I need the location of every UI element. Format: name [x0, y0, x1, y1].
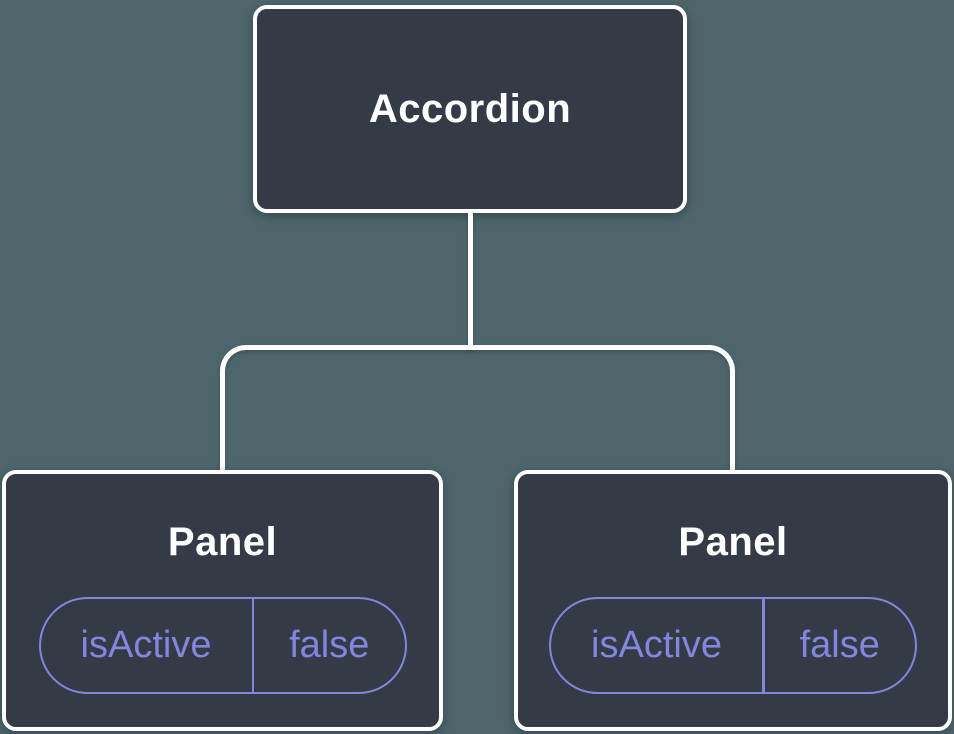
state-name: isActive — [591, 623, 722, 666]
connector-bracket — [220, 345, 735, 471]
accordion-node-label: Accordion — [368, 86, 572, 131]
connector-stem — [468, 211, 473, 349]
panel-left-label: Panel — [167, 519, 278, 564]
panel-left-state-pill: isActive false — [38, 596, 407, 694]
pill-divider — [762, 598, 765, 692]
panel-right-state-pill: isActive false — [549, 596, 917, 694]
panel-right-label: Panel — [678, 519, 788, 564]
accordion-node: Accordion — [253, 5, 687, 213]
state-value: false — [289, 623, 370, 666]
state-value: false — [799, 623, 880, 666]
panel-node-right: Panel isActive false — [514, 470, 952, 731]
pill-divider — [251, 598, 254, 692]
state-name: isActive — [80, 623, 212, 666]
panel-node-left: Panel isActive false — [2, 470, 443, 731]
